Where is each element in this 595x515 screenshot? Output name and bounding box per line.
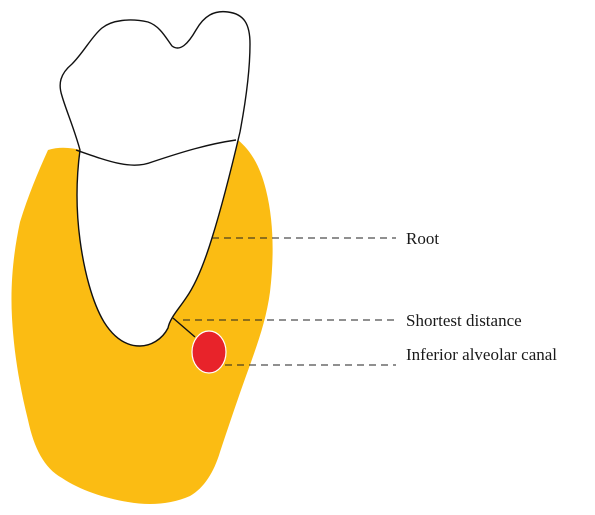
- inferior-alveolar-canal: [192, 331, 226, 373]
- root-label: Root: [406, 230, 439, 247]
- shortest-distance-label: Shortest distance: [406, 312, 522, 329]
- inferior-alveolar-canal-label: Inferior alveolar canal: [406, 346, 557, 363]
